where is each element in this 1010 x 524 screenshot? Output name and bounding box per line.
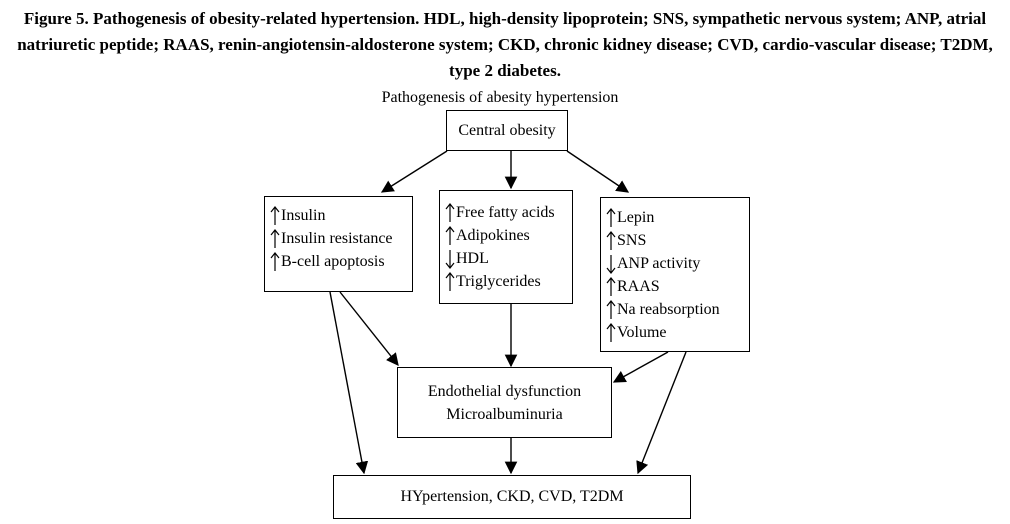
- factor-item: B-cell apoptosis: [269, 251, 385, 273]
- factor-item: Volume: [605, 322, 666, 344]
- factor-item: Na reabsorption: [605, 299, 720, 321]
- factor-label: Free fatty acids: [456, 204, 555, 221]
- factor-label: Volume: [617, 324, 667, 341]
- arrow-right-to-outcome: [636, 351, 687, 475]
- endothelial-dysfunction-node: Endothelial dysfunction Microalbuminuria: [397, 367, 612, 438]
- factor-label: B-cell apoptosis: [281, 253, 385, 270]
- central-obesity-label: Central obesity: [458, 121, 556, 139]
- arrow-left-to-outcome: [329, 291, 369, 475]
- factor-item: ANP activity: [605, 253, 700, 275]
- factor-label: HDL: [456, 250, 489, 267]
- factor-label: RAAS: [617, 278, 660, 295]
- factor-item: Triglycerides: [444, 271, 541, 293]
- up-arrow-icon: [606, 231, 616, 250]
- up-arrow-icon: [606, 208, 616, 227]
- factor-item: Adipokines: [444, 225, 530, 247]
- endothelial-line-2: Microalbuminuria: [446, 405, 563, 423]
- factor-item: HDL: [444, 248, 489, 270]
- factor-label: Triglycerides: [456, 273, 541, 290]
- factor-label: Lepin: [617, 209, 655, 226]
- up-arrow-icon: [606, 277, 616, 296]
- factor-item: SNS: [605, 230, 646, 252]
- factor-item: Insulin resistance: [269, 228, 393, 250]
- up-arrow-icon: [445, 226, 455, 245]
- up-arrow-icon: [270, 206, 280, 225]
- factor-item: Lepin: [605, 207, 654, 229]
- central-obesity-node: Central obesity: [446, 110, 568, 151]
- arrow-central-to-right: [566, 150, 630, 193]
- factor-label: Insulin resistance: [281, 230, 393, 247]
- factor-item: Insulin: [269, 205, 325, 227]
- outcome-node: HYpertension, CKD, CVD, T2DM: [333, 475, 691, 519]
- factor-label: SNS: [617, 232, 647, 249]
- factor-item: RAAS: [605, 276, 660, 298]
- arrow-right-to-endothelial: [612, 351, 669, 383]
- up-arrow-icon: [606, 323, 616, 342]
- factor-item: Free fatty acids: [444, 202, 555, 224]
- up-arrow-icon: [270, 252, 280, 271]
- up-arrow-icon: [445, 203, 455, 222]
- down-arrow-icon: [445, 250, 455, 269]
- figure-caption: Figure 5. Pathogenesis of obesity-relate…: [17, 9, 993, 80]
- factor-label: Adipokines: [456, 227, 530, 244]
- factor-label: ANP activity: [617, 255, 701, 272]
- up-arrow-icon: [270, 229, 280, 248]
- arrow-central-to-left: [380, 150, 448, 193]
- endothelial-line-1: Endothelial dysfunction: [427, 382, 582, 400]
- outcome-label: HYpertension, CKD, CVD, T2DM: [400, 488, 624, 505]
- diagram-title: Pathogenesis of abesity hypertension: [381, 89, 619, 106]
- up-arrow-icon: [445, 272, 455, 291]
- factor-label: Insulin: [281, 207, 326, 224]
- arrow-left-to-endothelial: [339, 291, 399, 366]
- down-arrow-icon: [606, 255, 616, 274]
- up-arrow-icon: [606, 300, 616, 319]
- factor-label: Na reabsorption: [617, 301, 720, 318]
